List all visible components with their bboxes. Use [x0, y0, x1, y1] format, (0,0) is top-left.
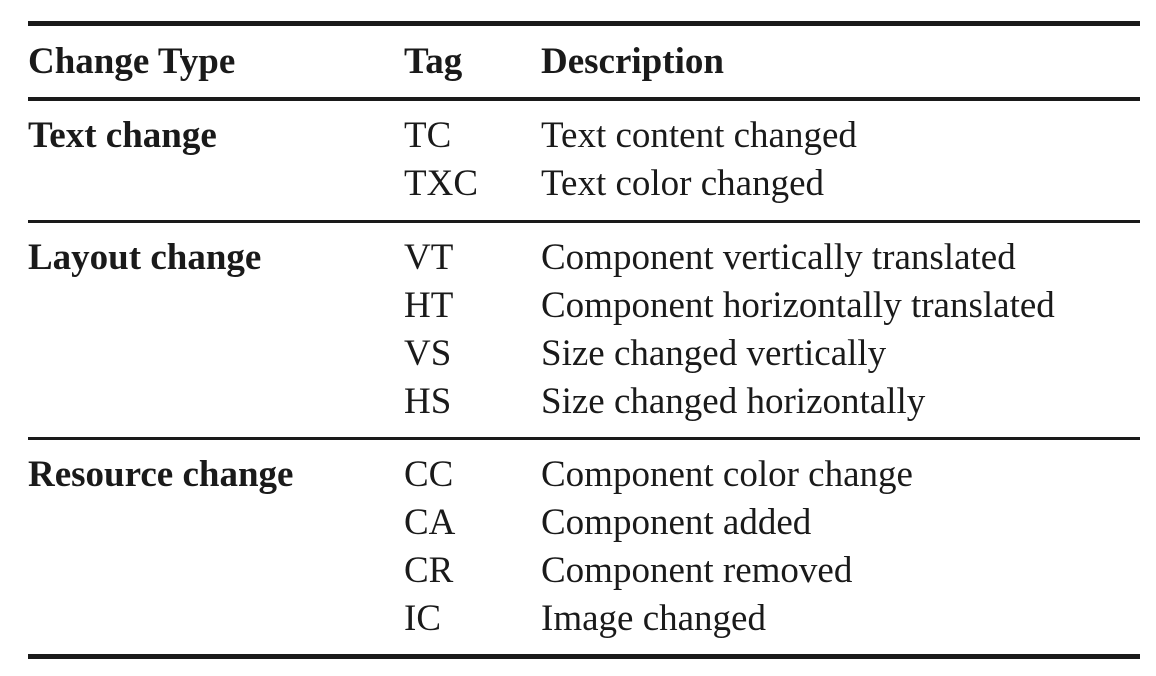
row-description: Image changed: [541, 598, 766, 639]
table-top-rule: [28, 21, 1140, 26]
group-name-layout-change: Layout change: [28, 237, 262, 278]
table-bottom-rule: [28, 654, 1140, 659]
header-rule: [28, 97, 1140, 101]
row-description: Component vertically translated: [541, 237, 1016, 278]
group-name-text-change: Text change: [28, 115, 217, 156]
row-tag: TXC: [404, 163, 478, 204]
row-description: Component horizontally translated: [541, 285, 1055, 326]
row-description: Text content changed: [541, 115, 857, 156]
group-rule: [28, 437, 1140, 440]
row-tag: TC: [404, 115, 452, 156]
header-tag: Tag: [404, 41, 463, 82]
row-description: Component color change: [541, 454, 913, 495]
group-rule: [28, 220, 1140, 223]
row-tag: VT: [404, 237, 454, 278]
row-tag: HS: [404, 381, 452, 422]
row-tag: VS: [404, 333, 452, 374]
row-tag: IC: [404, 598, 441, 639]
row-tag: CA: [404, 502, 456, 543]
row-description: Text color changed: [541, 163, 825, 204]
row-description: Size changed horizontally: [541, 381, 926, 422]
header-change-type: Change Type: [28, 41, 236, 82]
row-tag: CR: [404, 550, 454, 591]
row-tag: HT: [404, 285, 454, 326]
row-description: Component removed: [541, 550, 853, 591]
row-tag: CC: [404, 454, 454, 495]
header-description: Description: [541, 41, 724, 82]
group-name-resource-change: Resource change: [28, 454, 294, 495]
row-description: Component added: [541, 502, 812, 543]
row-description: Size changed vertically: [541, 333, 887, 374]
